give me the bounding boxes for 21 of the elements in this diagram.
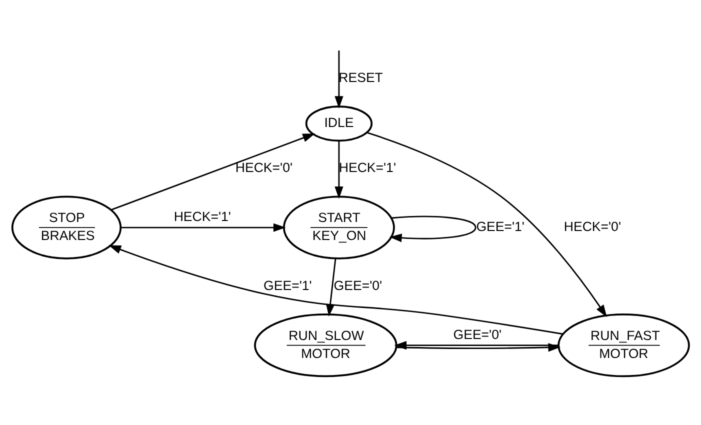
edge-label: GEE='1' bbox=[476, 218, 524, 234]
arrow bbox=[389, 215, 476, 242]
arrow bbox=[366, 131, 607, 317]
edge-label: HECK='0' bbox=[235, 160, 293, 175]
node-ellipse: START KEY_ON bbox=[282, 195, 395, 259]
node-ellipse: RUN_SLOW MOTOR bbox=[254, 312, 398, 377]
node-ellipse: IDLE bbox=[305, 105, 373, 142]
edge-label: HECK='1' bbox=[338, 160, 396, 175]
arrow bbox=[120, 222, 286, 232]
arrow bbox=[334, 50, 344, 108]
node-ellipse: RUN_FAST MOTOR bbox=[558, 312, 690, 377]
edge-label: HECK='0' bbox=[564, 218, 621, 234]
edge-label: GEE='0' bbox=[453, 326, 502, 342]
arrow bbox=[110, 132, 316, 210]
edge-label: GEE='1' bbox=[264, 277, 312, 292]
edge-label: GEE='0' bbox=[334, 277, 382, 292]
edge-label: RESET bbox=[338, 70, 383, 84]
arrow bbox=[108, 244, 563, 334]
arrow bbox=[334, 140, 344, 198]
arrow bbox=[394, 340, 558, 350]
edge-label: HECK='1' bbox=[174, 208, 231, 224]
